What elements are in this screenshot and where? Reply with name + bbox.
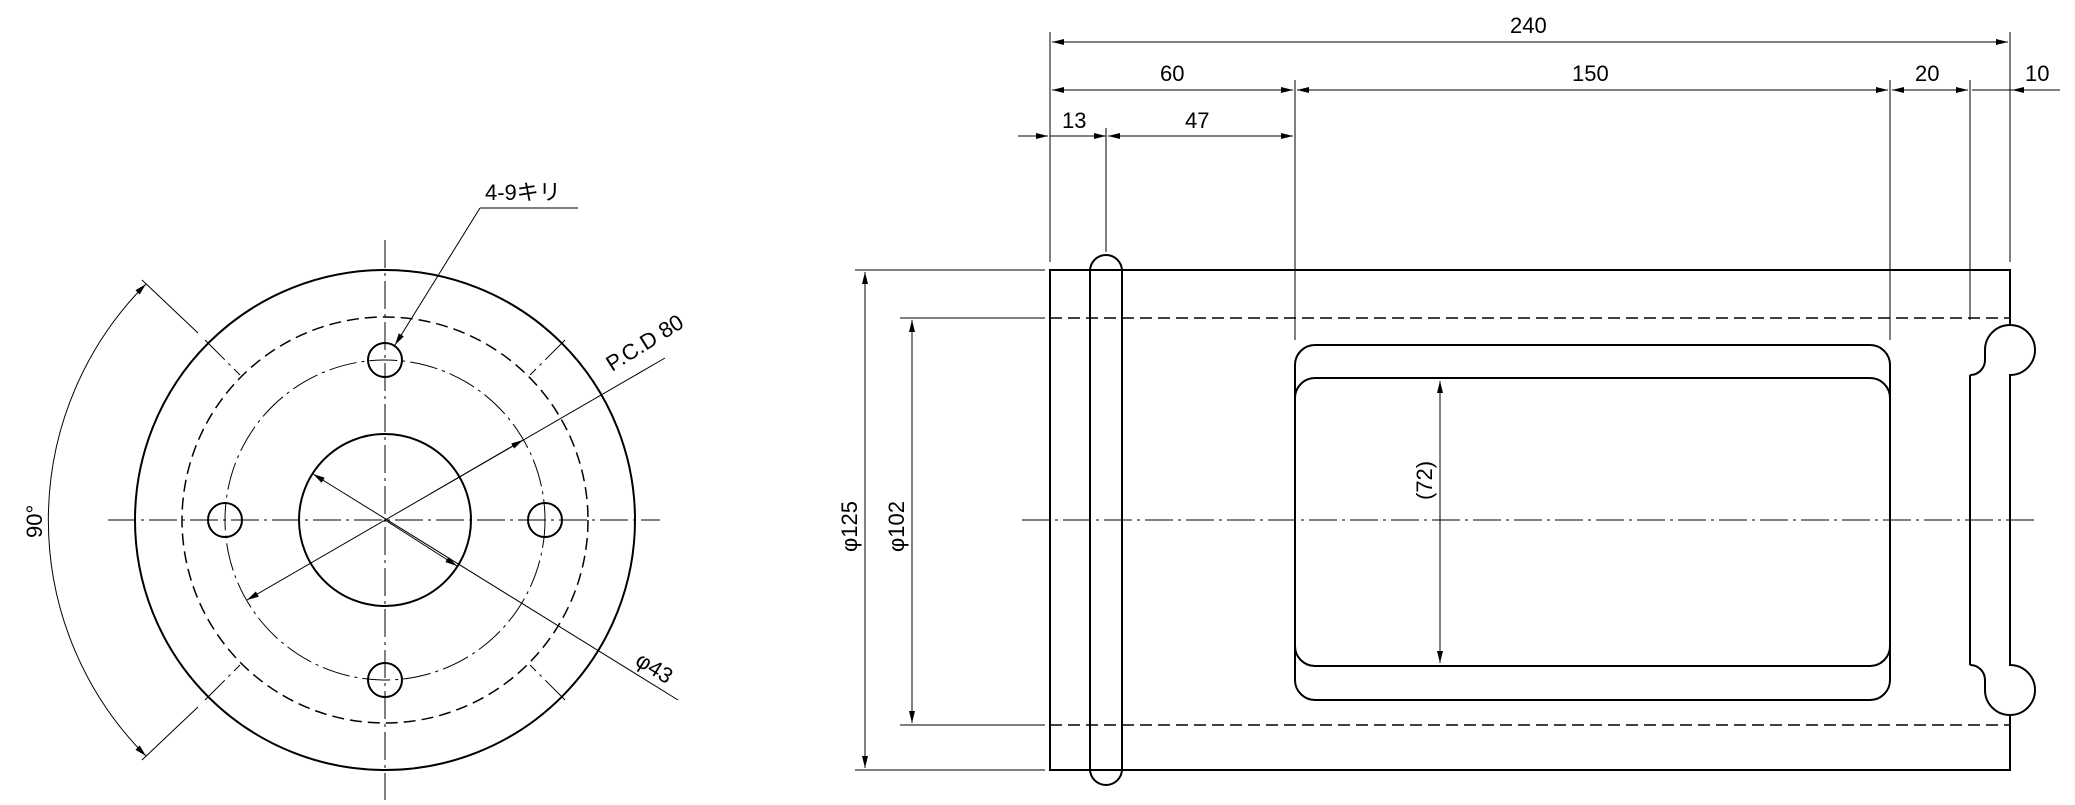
center-bore-circle [298,433,472,607]
angle-ext-upper [141,279,199,334]
bolt-hole-bottom [367,662,403,698]
hole-callout-leader [394,207,481,346]
diag-mark-tl [204,339,241,376]
dim-47-label: 47 [1185,108,1209,133]
window-ref-label: (72) [1412,461,1437,500]
inner-dia-label: φ102 [884,501,909,552]
end-notch-lower [1969,664,2011,716]
pcd-label: P.C.D 80 [601,309,688,376]
bolt-hole-top [367,342,403,378]
angle-arc [47,283,147,757]
window-outer [1294,344,1891,701]
dim-20-label: 20 [1915,61,1939,86]
window-inner [1294,377,1891,667]
bore-dia-dim-line [312,473,679,701]
diag-mark-bl [204,664,241,701]
dim-240-label: 240 [1510,13,1547,38]
bolt-hole-right [527,502,563,538]
end-notch-upper [1969,324,2011,376]
diag-mark-tr [529,339,566,376]
bore-dia-arrow-end [384,519,458,567]
outer-flange-circle [134,269,636,771]
dim-13-label: 13 [1062,108,1086,133]
bolt-hole-left [207,502,243,538]
pcd-dim-arrow-end [429,439,524,495]
outer-dia-label: φ125 [837,501,862,552]
side-view: (72) φ125 φ102 240 60 150 20 10 [837,13,2060,786]
front-view: φ43 P.C.D 80 4-9キリ 90° [22,180,688,800]
dim-60-label: 60 [1160,61,1184,86]
dim-10-label: 10 [2025,61,2049,86]
pcd-circle [224,359,546,681]
hole-callout-label: 4-9キリ [485,180,561,205]
dim-150-label: 150 [1572,61,1609,86]
angle-ext-lower [141,706,199,761]
angle-label: 90° [22,505,47,538]
inner-hidden-circle [181,316,589,724]
body-outline [1049,269,2036,771]
bore-dia-label: φ43 [631,647,677,689]
diag-mark-br [529,664,566,701]
